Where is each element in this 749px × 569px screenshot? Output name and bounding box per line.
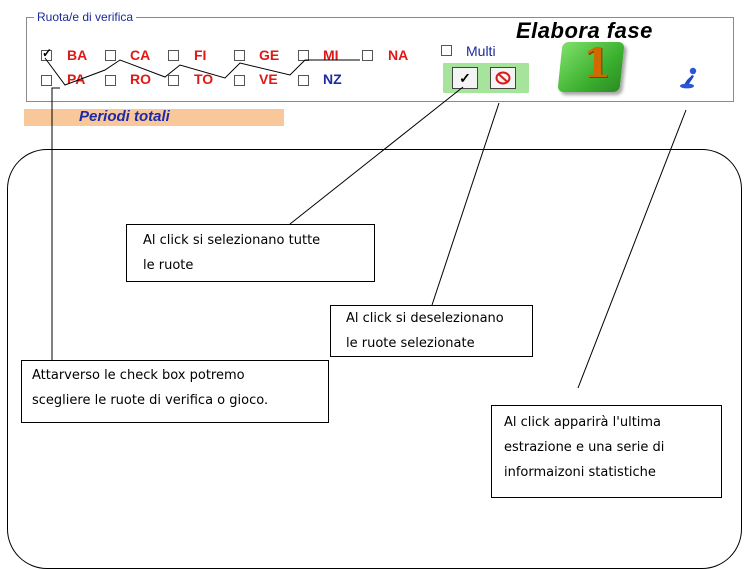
wheel-label-ve: VE [259,71,278,87]
periodi-totali-label: Periodi totali [79,108,170,125]
checkbox-ge[interactable] [234,50,245,61]
check-icon: ✓ [459,69,471,86]
callout-line: Al click si selezionano tutte [143,233,321,248]
checkbox-pa[interactable] [41,75,52,86]
phase-number: 1 [583,40,611,87]
callout-line: estrazione e una serie di [504,440,665,455]
checkbox-na[interactable] [362,50,373,61]
callout-line: le ruote [143,258,194,273]
checkbox-ro[interactable] [105,75,116,86]
checkbox-ve[interactable] [234,75,245,86]
callout-checkboxes: Attarverso le check box potremo sceglier… [21,360,329,423]
groupbox-legend: Ruota/e di verifica [34,10,137,24]
wheel-label-fi: FI [194,47,207,63]
checkbox-fi[interactable] [168,50,179,61]
info-icon[interactable] [677,66,701,90]
checkbox-ba[interactable] [41,46,52,61]
wheel-label-ba: BA [67,47,88,63]
annotation-frame [7,149,742,569]
callout-line: Al click apparirà l'ultima [504,415,662,430]
wheel-label-ro: RO [130,71,151,87]
callout-line: le ruote selezionate [346,336,475,351]
callout-line: Al click si deselezionano [346,311,504,326]
select-all-button[interactable]: ✓ [452,67,478,89]
callout-select-all: Al click si selezionano tutte le ruote [126,224,375,282]
wheel-label-nz: NZ [323,71,342,87]
checkbox-nz[interactable] [298,75,309,86]
callout-deselect: Al click si deselezionano le ruote selez… [330,305,533,357]
checkbox-mi[interactable] [298,50,309,61]
checkbox-multi[interactable] [441,45,452,56]
callout-line: Attarverso le check box potremo [32,368,245,383]
elabora-fase-title: Elabora fase [516,18,653,43]
frame-gap [138,545,246,555]
checkbox-to[interactable] [168,75,179,86]
callout-line: scegliere le ruote di verifica o gioco. [32,393,269,408]
deselect-all-button[interactable] [490,67,516,89]
multi-label: Multi [466,43,496,59]
no-entry-icon [495,71,511,85]
wheel-label-ca: CA [130,47,151,63]
wheel-label-pa: PA [67,71,86,87]
wheel-label-to: TO [194,71,214,87]
wheel-label-na: NA [388,47,409,63]
callout-info: Al click apparirà l'ultima estrazione e … [491,405,722,498]
periodi-totali-bar[interactable] [24,109,284,126]
wheel-label-ge: GE [259,47,280,63]
callout-line: informaizoni statistiche [504,465,656,480]
wheel-label-mi: MI [323,47,339,63]
checkbox-ca[interactable] [105,50,116,61]
